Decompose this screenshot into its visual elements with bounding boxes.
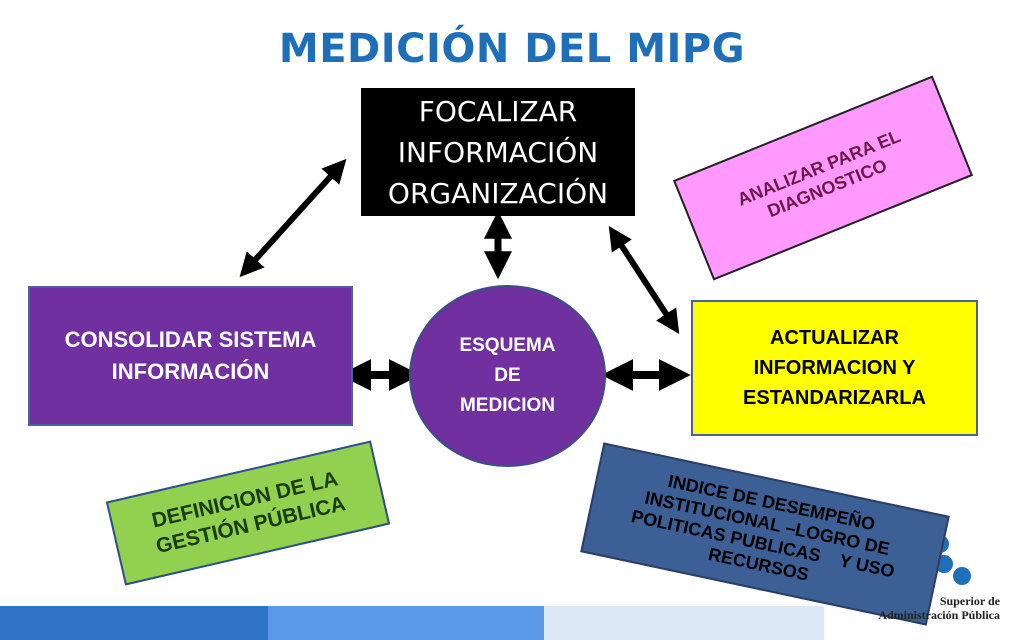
consolidar-box: CONSOLIDAR SISTEMA INFORMACIÓN xyxy=(28,286,353,426)
actualizar-line-1: ACTUALIZAR xyxy=(770,327,899,349)
actualizar-line-2: INFORMACION Y xyxy=(753,357,916,379)
footer-bar-light-blue xyxy=(544,606,824,640)
arrow-consolidar-focalizar xyxy=(239,158,347,278)
focalizar-line-1: FOCALIZAR xyxy=(418,94,578,128)
esquema-line-2: DE xyxy=(494,365,521,386)
consolidar-line-1: CONSOLIDAR SISTEMA xyxy=(64,327,317,352)
logo-line-2: Administración Pública xyxy=(878,608,1000,622)
esquema-line-1: ESQUEMA xyxy=(459,335,556,356)
actualizar-line-3: ESTANDARIZARLA xyxy=(743,387,926,409)
focalizar-line-3: ORGANIZACIÓN xyxy=(387,176,609,210)
actualizar-box: ACTUALIZAR INFORMACION Y ESTANDARIZARLA xyxy=(691,300,978,436)
focalizar-line-2: INFORMACIÓN xyxy=(397,135,599,169)
footer-bar-medium-blue xyxy=(268,606,544,640)
focalizar-box: FOCALIZAR INFORMACIÓN ORGANIZACIÓN xyxy=(361,88,635,216)
esquema-line-3: MEDICION xyxy=(459,395,555,416)
consolidar-line-2: INFORMACIÓN xyxy=(111,359,270,384)
logo-line-1: Superior de xyxy=(939,594,1000,608)
footer-bar-dark-blue xyxy=(0,606,268,640)
esquema-circle: ESQUEMA DE MEDICION xyxy=(409,285,606,467)
institution-logo-text: Superior de Administración Pública xyxy=(862,594,1024,622)
arrow-focalizar-actualizar xyxy=(608,225,680,335)
page-title: MEDICIÓN DEL MIPG xyxy=(278,26,746,72)
